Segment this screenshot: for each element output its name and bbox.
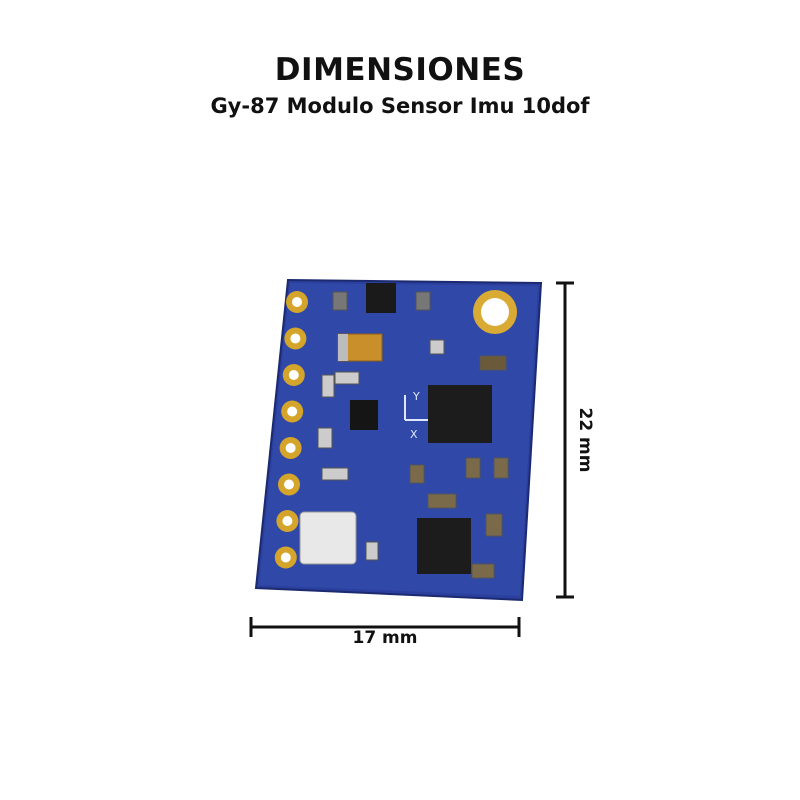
regulator-chip	[366, 283, 396, 313]
height-dimension-line	[556, 281, 574, 599]
header-pin-hole	[288, 370, 299, 380]
page-title: DIMENSIONES	[274, 52, 526, 88]
passive-components	[317, 291, 509, 579]
axis-x-label: X	[410, 428, 418, 441]
axis-y-label: Y	[412, 390, 420, 403]
small-ic	[350, 400, 378, 430]
header-pin-hole	[292, 297, 302, 307]
header-pin-hole	[284, 479, 294, 490]
width-label: 17 mm	[352, 628, 418, 648]
mpu6050-chip	[428, 385, 492, 443]
height-label: 22 mm	[575, 407, 595, 473]
header-pin-hole	[280, 552, 291, 563]
product-subtitle: Gy-87 Modulo Sensor Imu 10dof	[210, 94, 590, 118]
magnetometer-chip	[417, 518, 471, 574]
barometer-sensor	[299, 511, 357, 565]
header-pin-hole	[290, 333, 301, 344]
header-pins	[274, 291, 308, 569]
header-pin-hole	[282, 516, 293, 526]
header-pin-hole	[285, 443, 296, 453]
width-dimension-line	[249, 617, 521, 637]
header-pin-hole	[287, 406, 298, 417]
